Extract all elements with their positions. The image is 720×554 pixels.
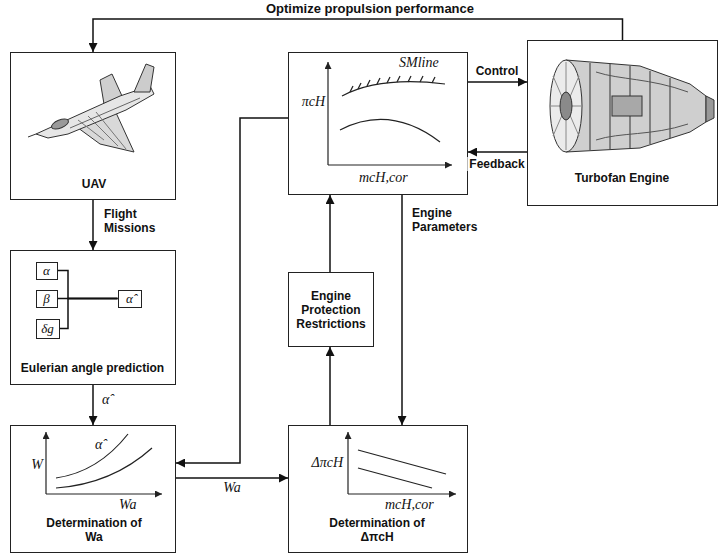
connector-arrow	[92, 385, 94, 425]
pressure-ratio-plot	[347, 432, 348, 494]
connector-arrow	[60, 299, 118, 329]
math-label: α	[43, 264, 50, 278]
compressor-map-plot	[328, 62, 452, 165]
box-label: Determination of Wa	[39, 516, 149, 544]
pressure-ratio-box: ΔπcH mcH,corDetermination of ΔπcH	[288, 425, 468, 553]
aircraft-illustration	[50, 117, 70, 131]
connector-arrow	[468, 151, 527, 153]
edge-label: Engine Parameters	[410, 206, 496, 234]
edge-label: Flight Missions	[102, 207, 178, 235]
connector-arrow	[93, 19, 623, 52]
edge-label: Control	[474, 64, 521, 78]
aircraft-illustration	[28, 64, 154, 152]
compressor-map-plot	[432, 77, 435, 83]
engine-box: Turbofan Engine	[527, 40, 718, 206]
compressor-map-plot	[358, 83, 361, 89]
box-label: Engine Protection Restrictions	[291, 289, 371, 331]
compressor-map-plot	[340, 119, 440, 142]
turbofan-illustration	[596, 124, 688, 140]
airflow-plot	[46, 432, 162, 494]
connector-arrow	[92, 200, 94, 250]
aircraft-illustration	[96, 112, 126, 149]
connector-arrow	[401, 195, 403, 425]
turbofan-illustration	[596, 72, 688, 92]
angle-box: α	[36, 262, 58, 280]
math-label: mcH,cor	[359, 171, 449, 185]
edge-label: α̂	[100, 393, 111, 407]
math-label: α̂	[95, 438, 119, 452]
compressor-map-box: SMline πcH mcH,cor	[288, 52, 468, 195]
angle-box: δg	[36, 319, 60, 339]
math-label: SMline	[399, 56, 461, 70]
connector-arrow	[468, 81, 527, 83]
airflow-plot	[45, 432, 46, 494]
connector-arrow	[176, 118, 288, 463]
turbofan-illustration	[550, 60, 582, 152]
math-label: W	[17, 458, 43, 472]
compressor-map-plot	[327, 62, 328, 165]
aircraft-illustration	[36, 86, 154, 138]
pressure-ratio-plot	[348, 493, 456, 494]
math-label: α̂	[126, 292, 133, 306]
prediction-box: Eulerian angle prediction αβ δg α̂	[10, 250, 176, 385]
connector-arrow	[329, 347, 331, 425]
edge-label: Wa	[221, 481, 242, 495]
box-label: Eulerian angle prediction	[11, 361, 174, 375]
compressor-map-plot	[342, 82, 445, 96]
math-label: πcH	[293, 95, 325, 109]
airflow-box: Wα̂ WaDetermination of Wa	[10, 425, 176, 553]
box-label: Turbofan Engine	[528, 171, 716, 185]
box-label: Determination of ΔπcH	[322, 516, 432, 544]
connector-arrow	[329, 195, 331, 272]
box-label: UAV	[11, 177, 177, 191]
airflow-plot	[56, 434, 128, 478]
compressor-map-plot	[387, 77, 390, 83]
aircraft-illustration	[134, 64, 154, 92]
pressure-ratio-plot	[358, 450, 446, 474]
aircraft-illustration	[28, 134, 36, 137]
aircraft-illustration	[70, 98, 140, 128]
math-label: δg	[41, 322, 54, 336]
connector-arrow	[176, 477, 288, 479]
airflow-plot	[46, 493, 162, 494]
angle-box: β	[36, 290, 58, 308]
uav-box: UAV	[10, 52, 176, 200]
compressor-map-plot	[350, 86, 353, 92]
compressor-map-plot	[367, 80, 370, 86]
compressor-map-plot	[377, 78, 380, 84]
turbofan-illustration	[706, 96, 714, 122]
compressor-map-plot	[420, 76, 423, 82]
airflow-plot	[56, 448, 152, 488]
math-label: ΔπcH	[291, 456, 343, 470]
process-box: Engine Protection Restrictions	[288, 272, 374, 347]
edge-label: Feedback	[467, 157, 526, 171]
turbofan-illustration	[550, 60, 714, 152]
compressor-map-plot	[328, 164, 452, 165]
turbofan-illustration	[566, 60, 706, 152]
math-label: β	[43, 292, 49, 306]
math-label: Wa	[119, 498, 159, 512]
turbofan-illustration	[590, 63, 591, 150]
pressure-ratio-plot	[358, 468, 432, 488]
angle-box: α̂	[118, 290, 142, 308]
turbofan-illustration	[560, 92, 572, 120]
turbofan-illustration	[612, 96, 642, 116]
pressure-ratio-plot	[348, 432, 456, 494]
compressor-map-plot	[397, 76, 400, 82]
math-label: mcH,cor	[385, 498, 461, 512]
compressor-map-plot	[408, 76, 411, 82]
connector-arrow	[58, 271, 118, 299]
edge-label: Optimize propulsion performance	[264, 2, 476, 16]
